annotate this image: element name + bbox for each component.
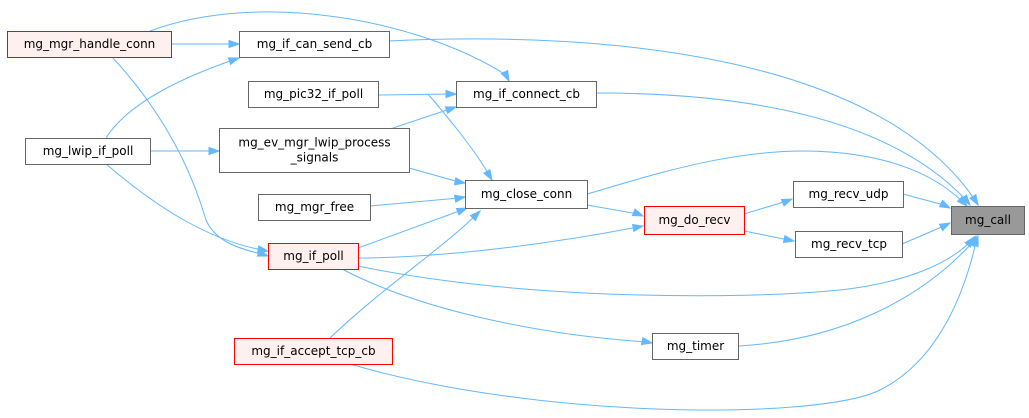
node-mg-if-poll[interactable]: mg_if_poll: [268, 243, 359, 270]
call-edge: [586, 204, 639, 215]
node-label: mg_mgr_handle_conn: [24, 37, 156, 51]
node-box: [951, 206, 1025, 235]
node-mg-close-conn[interactable]: mg_close_conn: [465, 180, 588, 209]
arrowhead: [469, 209, 482, 222]
arrowhead: [631, 208, 645, 217]
call-edge: [105, 59, 234, 139]
node-label: _signals: [290, 151, 339, 165]
node-mg-do-recv[interactable]: mg_do_recv: [644, 206, 745, 235]
node-box: [795, 231, 903, 258]
arrowhead: [482, 168, 493, 182]
arrowhead: [631, 223, 645, 233]
node-mg-if-accept-tcp-cb[interactable]: mg_if_accept_tcp_cb: [234, 338, 393, 365]
node-mg-recv-tcp[interactable]: mg_recv_tcp: [795, 231, 903, 258]
arrowhead: [970, 234, 979, 248]
call-edge: [149, 11, 507, 76]
arrowhead: [500, 69, 510, 83]
node-box: [7, 31, 172, 58]
node-label: mg_if_can_send_cb: [257, 37, 373, 51]
node-label: mg_mgr_free: [275, 200, 354, 214]
node-box: [248, 81, 379, 108]
call-edge: [408, 167, 460, 183]
call-edge: [427, 93, 490, 176]
node-box: [239, 31, 390, 58]
arrowhead: [960, 194, 971, 207]
node-mg-timer[interactable]: mg_timer: [652, 333, 739, 360]
call-edge: [586, 150, 964, 203]
call-edge: [329, 214, 477, 339]
node-box: [652, 333, 739, 360]
call-edge: [105, 163, 263, 251]
node-mg-call[interactable]: mg_call: [951, 206, 1025, 235]
node-box: [268, 243, 359, 270]
node-mg-mgr-handle-conn[interactable]: mg_mgr_handle_conn: [7, 31, 172, 58]
node-mg-recv-udp[interactable]: mg_recv_udp: [793, 181, 904, 208]
arrowhead: [453, 194, 467, 203]
arrowhead: [938, 222, 952, 232]
arrowhead: [964, 235, 975, 248]
call-edge: [111, 56, 263, 255]
node-label: mg_do_recv: [658, 213, 730, 227]
arrowhead: [208, 146, 221, 156]
node-box: [456, 81, 597, 108]
call-nodes: mg_call mg_recv_udp mg_recv_tcp mg_timer mg_…: [7, 31, 1025, 365]
call-edge: [341, 268, 648, 343]
call-edges: [105, 11, 979, 411]
node-label: mg_call: [965, 213, 1011, 227]
node-mg-lwip-if-poll[interactable]: mg_lwip_if_poll: [25, 138, 151, 165]
call-edge: [902, 193, 945, 206]
call-edge: [357, 209, 463, 249]
arrowhead: [938, 199, 952, 209]
arrowhead: [640, 336, 654, 346]
node-label: mg_recv_tcp: [811, 237, 887, 251]
node-mg-ev-mgr-lwip-process-signals[interactable]: mg_ev_mgr_lwip_process_signals: [219, 128, 410, 173]
node-box: [793, 181, 904, 208]
arrowhead: [256, 245, 270, 254]
arrowhead: [780, 198, 794, 207]
node-mg-pic32-if-poll[interactable]: mg_pic32_if_poll: [248, 81, 379, 108]
call-edge: [743, 230, 790, 241]
arrowhead: [455, 207, 469, 216]
call-edge: [388, 38, 976, 201]
node-mg-mgr-free[interactable]: mg_mgr_free: [258, 194, 371, 221]
node-box: [234, 338, 393, 365]
call-edge: [377, 93, 451, 96]
arrowhead: [228, 39, 241, 49]
arrowhead: [453, 177, 467, 186]
node-box: [25, 138, 151, 165]
node-label: mg_ev_mgr_lwip_process: [238, 136, 390, 150]
node-mg-if-can-send-cb[interactable]: mg_if_can_send_cb: [239, 31, 390, 58]
call-edge: [901, 225, 945, 245]
node-label: mg_if_accept_tcp_cb: [251, 344, 375, 358]
call-edge: [369, 197, 460, 207]
call-edge: [596, 92, 967, 201]
arrowhead: [445, 89, 458, 99]
node-label: mg_if_connect_cb: [473, 87, 580, 101]
node-label: mg_timer: [667, 339, 724, 353]
call-edge: [738, 241, 974, 347]
call-edge: [357, 241, 971, 297]
node-label: mg_pic32_if_poll: [264, 87, 363, 101]
node-label: mg_close_conn: [481, 187, 572, 201]
node-label: mg_lwip_if_poll: [43, 144, 134, 158]
arrowhead: [782, 234, 796, 244]
call-edge: [349, 241, 977, 411]
node-box: [258, 194, 371, 221]
node-box: [465, 180, 588, 209]
arrowhead: [968, 193, 979, 207]
arrowhead: [444, 106, 458, 115]
call-edge: [743, 200, 788, 215]
node-box: [644, 206, 745, 235]
arrowhead: [227, 57, 241, 66]
call-edge: [353, 226, 639, 259]
node-label: mg_recv_udp: [809, 187, 889, 201]
node-label: mg_if_poll: [283, 249, 344, 263]
node-box: [219, 128, 410, 173]
node-mg-if-connect-cb[interactable]: mg_if_connect_cb: [456, 81, 597, 108]
